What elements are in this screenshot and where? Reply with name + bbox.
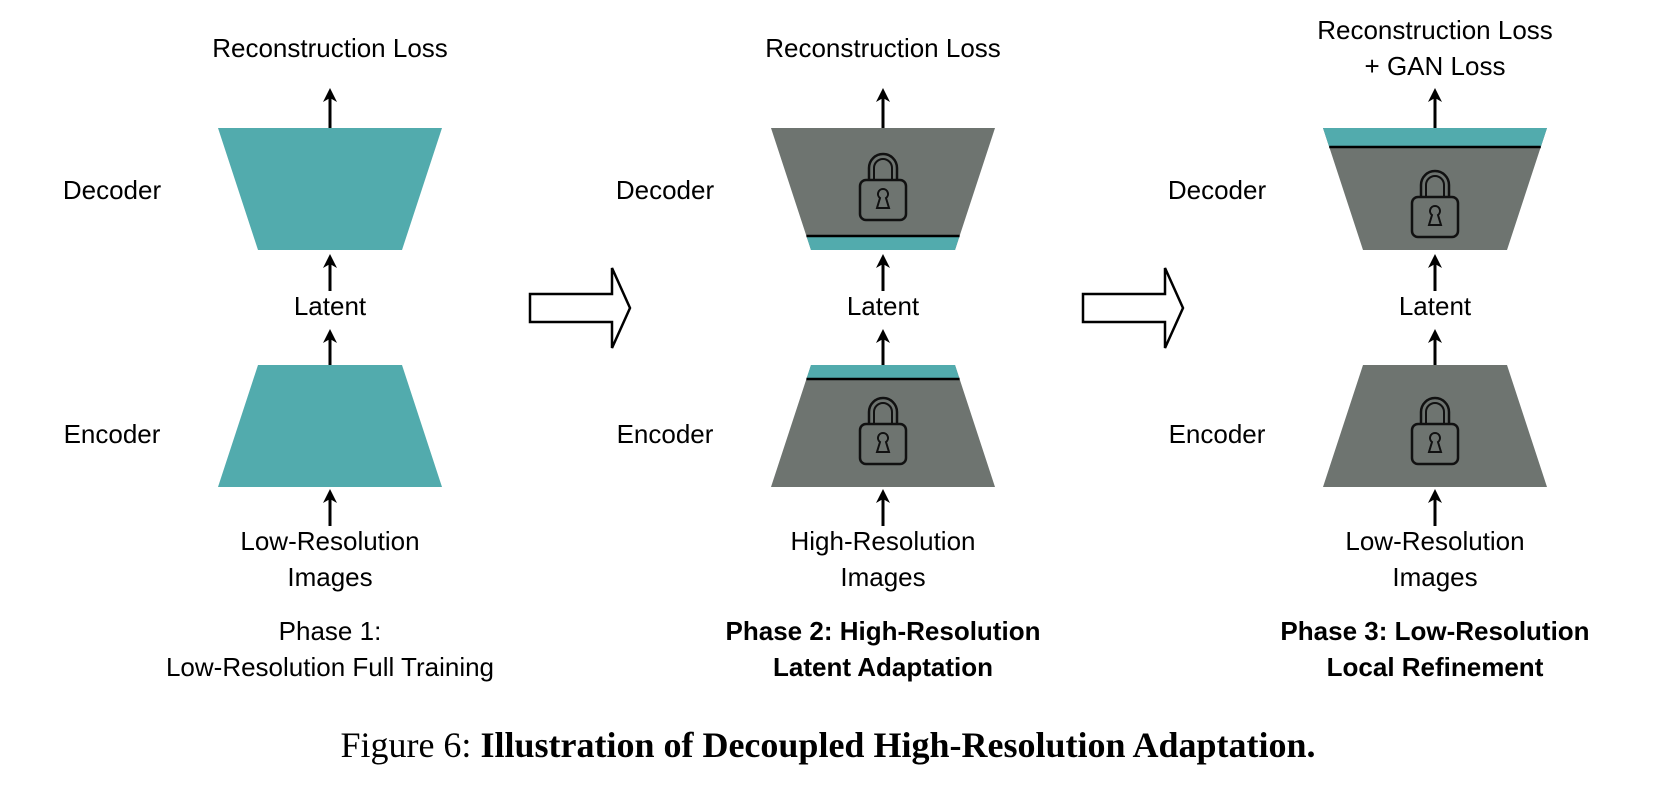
encoder-to-latent-arrow-head [1428,329,1442,343]
input-label: Images [287,562,372,592]
phase-title: Phase 2: High-Resolution [726,616,1041,646]
phase-title: Phase 1: [279,616,382,646]
phase-title: Low-Resolution Full Training [166,652,494,682]
encoder-trainable-strip [806,365,960,379]
latent-label: Latent [294,291,367,321]
decoder-label: Decoder [1168,175,1267,205]
decoder-trainable-strip [806,236,960,250]
phase-title: Phase 3: Low-Resolution [1280,616,1589,646]
latent-label: Latent [847,291,920,321]
decoder-lock-icon [1410,169,1460,239]
caption-title: Illustration of Decoupled High-Resolutio… [480,725,1316,765]
decoder-lock-icon [858,152,908,222]
output-label: Reconstruction Loss [765,33,1001,63]
encoder-label: Encoder [1169,419,1266,449]
output-arrow-head [323,88,337,102]
input-arrow-head [1428,489,1442,503]
decoder-trainable-strip [1323,128,1547,147]
input-arrow-head [323,489,337,503]
encoder-label: Encoder [617,419,714,449]
decoder-block [218,128,442,250]
encoder-label: Encoder [64,419,161,449]
input-arrow-head [876,489,890,503]
input-label: Images [1392,562,1477,592]
decoder-label: Decoder [63,175,162,205]
encoder-lock-icon [858,396,908,466]
latent-to-decoder-arrow-head [1428,254,1442,268]
output-arrow-head [876,88,890,102]
transition-arrow-icon [1081,267,1185,349]
output-arrow-head [1428,88,1442,102]
input-label: High-Resolution [791,526,976,556]
output-label: Reconstruction Loss [1317,15,1553,45]
latent-to-decoder-arrow-head [876,254,890,268]
phase-title: Local Refinement [1327,652,1544,682]
encoder-to-latent-arrow-head [876,329,890,343]
adaptation-diagram: Reconstruction LossDecoderEncoderLatentL… [63,15,1590,682]
encoder-lock-icon [1410,396,1460,466]
panel-phase3: Reconstruction Loss + GAN LossDecoderEnco… [1168,15,1590,682]
caption-prefix: Figure 6: [340,725,481,765]
phase-title: Latent Adaptation [773,652,993,682]
transition-arrow-icon [528,267,632,349]
decoder-label: Decoder [616,175,715,205]
figure-caption: Figure 6: Illustration of Decoupled High… [0,724,1656,766]
decoder-block [1323,128,1547,250]
encoder-block [771,365,995,487]
encoder-block [1323,365,1547,487]
output-label: Reconstruction Loss [212,33,448,63]
input-label: Low-Resolution [240,526,419,556]
latent-to-decoder-arrow-head [323,254,337,268]
latent-label: Latent [1399,291,1472,321]
input-label: Images [840,562,925,592]
input-label: Low-Resolution [1345,526,1524,556]
output-label: + GAN Loss [1365,51,1506,81]
encoder-block [218,365,442,487]
encoder-to-latent-arrow-head [323,329,337,343]
